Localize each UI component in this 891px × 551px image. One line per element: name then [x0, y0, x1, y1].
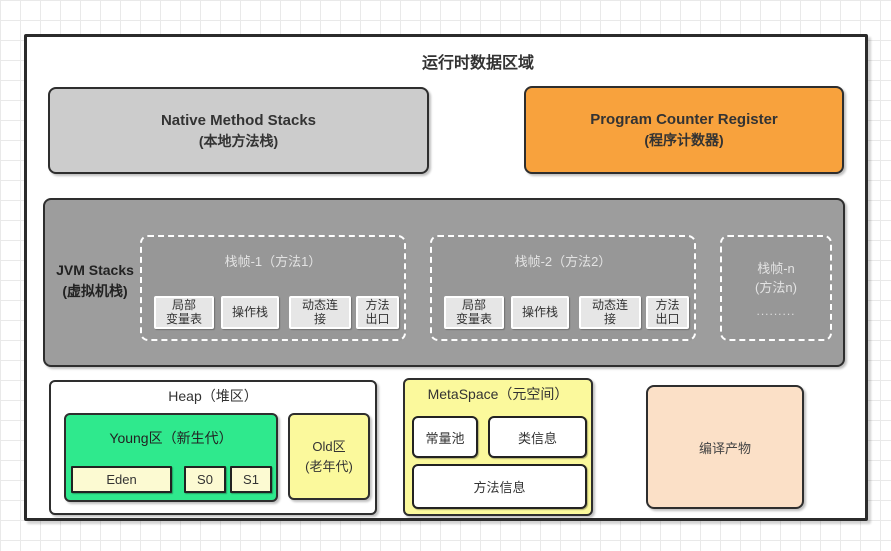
old-generation-title: Old区 — [312, 439, 346, 454]
compiled-output-title: 编译产物 — [698, 440, 751, 456]
survivor-1-cell: S1 — [230, 466, 272, 493]
program-counter-register-subtitle: (程序计数器) — [644, 132, 724, 149]
stack-frame-n-title: 栈帧-n — [757, 260, 795, 276]
young-generation-box: Young区（新生代） Eden S0 S1 — [64, 413, 278, 502]
dynamic-linking-cell: 动态连 接 — [289, 296, 351, 329]
method-exit-cell: 方法 出口 — [646, 296, 689, 329]
stack-frame-2: 栈帧-2（方法2） 局部 变量表 操作栈 动态连 接 方法 出口 — [430, 235, 696, 341]
heap-title: Heap（堆区） — [168, 388, 258, 404]
jvm-stacks-label-cn: (虚拟机栈) — [62, 283, 128, 299]
compiled-output-box: 编译产物 — [646, 385, 804, 509]
native-method-stacks-title: Native Method Stacks — [160, 111, 317, 129]
program-counter-register-title: Program Counter Register — [590, 111, 778, 129]
metaspace-title: MetaSpace（元空间） — [427, 386, 569, 402]
diagram-title: 运行时数据区域 — [421, 55, 534, 72]
young-generation-title: Young区（新生代） — [109, 430, 233, 446]
runtime-data-area-container: 运行时数据区域 Native Method Stacks (本地方法栈) Pro… — [24, 34, 868, 521]
native-method-stacks-subtitle: (本地方法栈) — [198, 132, 279, 149]
stack-frame-n-subtitle: (方法n) — [755, 280, 797, 295]
old-generation-box: Old区 (老年代) — [288, 413, 370, 500]
operand-stack-cell: 操作栈 — [511, 296, 569, 329]
jvm-stacks-label: JVM Stacks (虚拟机栈) — [49, 260, 141, 302]
old-generation-subtitle: (老年代) — [305, 458, 353, 474]
method-info-cell: 方法信息 — [412, 464, 587, 509]
method-exit-cell: 方法 出口 — [356, 296, 399, 329]
dynamic-linking-cell: 动态连 接 — [579, 296, 641, 329]
stack-frame-1-title: 栈帧-1（方法1） — [224, 254, 322, 269]
stack-frame-2-title: 栈帧-2（方法2） — [514, 254, 612, 269]
constant-pool-cell: 常量池 — [412, 416, 478, 458]
ellipsis-dots: ......... — [756, 303, 796, 318]
stack-frame-1: 栈帧-1（方法1） 局部 变量表 操作栈 动态连 接 方法 出口 — [140, 235, 406, 341]
survivor-0-cell: S0 — [184, 466, 226, 493]
native-method-stacks-box: Native Method Stacks (本地方法栈) — [48, 87, 429, 174]
class-info-cell: 类信息 — [488, 416, 587, 458]
stack-frame-n: 栈帧-n (方法n) ......... — [720, 235, 832, 341]
eden-cell: Eden — [71, 466, 172, 493]
jvm-stacks-label-en: JVM Stacks — [56, 262, 134, 278]
operand-stack-cell: 操作栈 — [221, 296, 279, 329]
metaspace-box: MetaSpace（元空间） 常量池 类信息 方法信息 — [403, 378, 593, 516]
local-variable-table-cell: 局部 变量表 — [154, 296, 214, 329]
jvm-stacks-box: JVM Stacks (虚拟机栈) 栈帧-1（方法1） 局部 变量表 操作栈 动… — [43, 198, 845, 367]
program-counter-register-box: Program Counter Register (程序计数器) — [524, 86, 844, 174]
heap-box: Heap（堆区） Young区（新生代） Eden S0 S1 Old区 (老年… — [49, 380, 377, 515]
local-variable-table-cell: 局部 变量表 — [444, 296, 504, 329]
